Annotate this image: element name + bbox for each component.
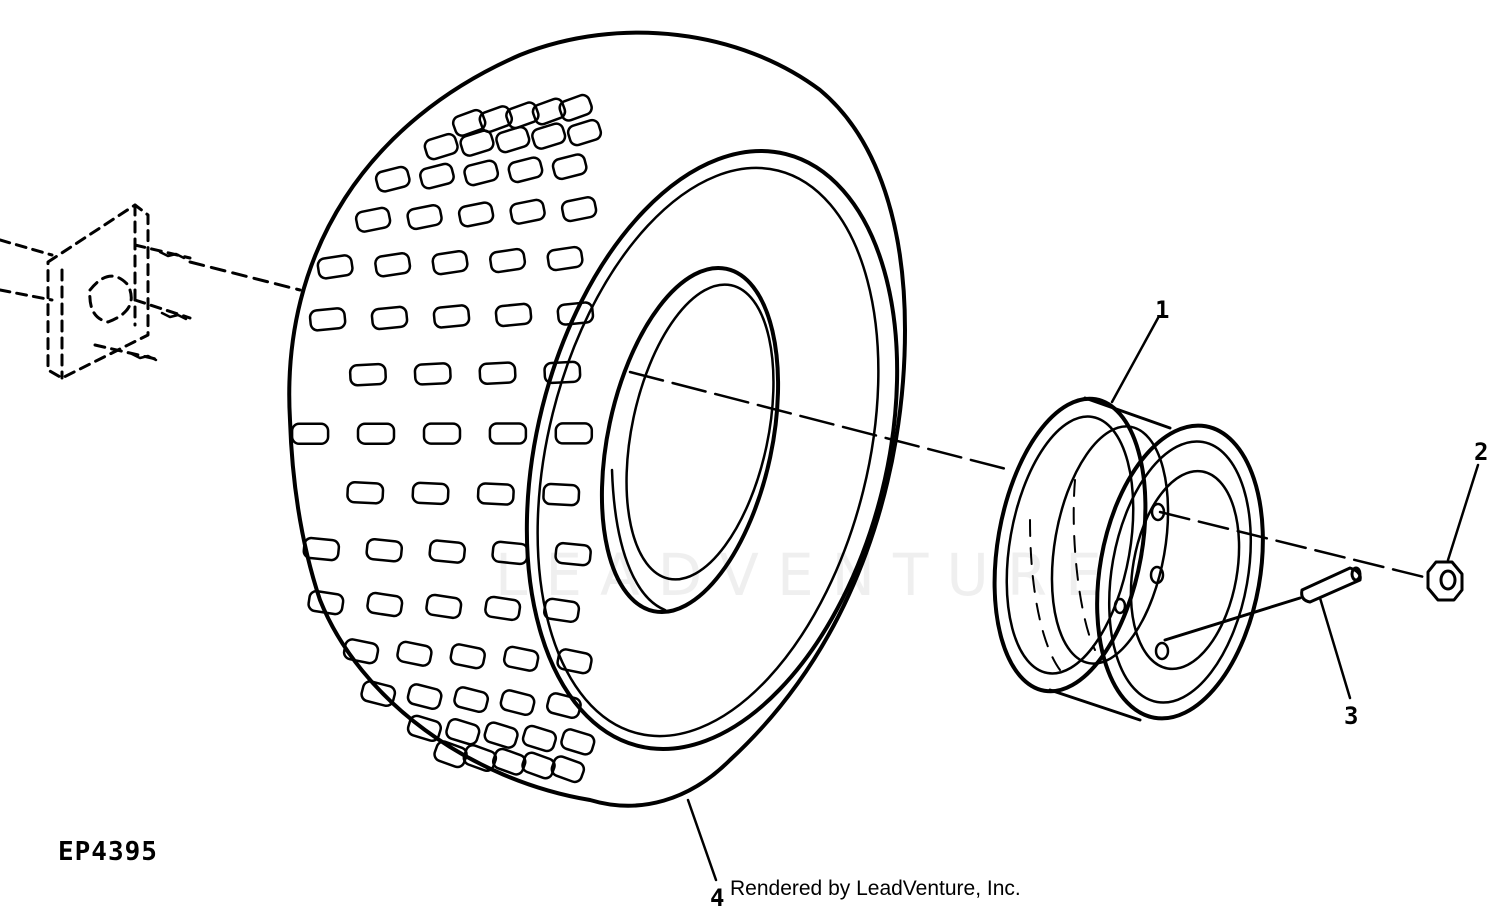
callout-leader-3: [1318, 596, 1352, 700]
tread-lug: [495, 125, 531, 154]
tread-lug: [451, 108, 487, 137]
render-credit: Rendered by LeadVenture, Inc.: [730, 877, 1021, 900]
tire-sidewall: [524, 149, 900, 751]
tread-lug: [346, 480, 385, 505]
figure-code: EP4395: [58, 837, 158, 867]
callout-leader-2: [1446, 463, 1480, 562]
tread-lug: [558, 93, 593, 122]
tread-lug: [406, 683, 443, 711]
tread-lug: [374, 252, 412, 278]
tread-lug: [422, 422, 462, 445]
tread-lug: [449, 643, 486, 670]
tread-lug: [308, 307, 347, 332]
tread-lug: [543, 360, 582, 385]
tread-lug: [478, 105, 514, 134]
rim-front-flange: [1095, 423, 1265, 721]
tread-lug: [531, 97, 567, 126]
tread-lug: [307, 589, 345, 616]
tread-lug: [502, 645, 540, 672]
tread-lug: [463, 159, 500, 187]
tire-tread-outline: [287, 30, 907, 808]
tread-lug: [560, 728, 596, 756]
tread-lug: [453, 686, 490, 714]
tread-lug: [356, 422, 396, 445]
tread-lug: [531, 122, 567, 150]
tread-lug: [507, 156, 544, 184]
callout-4-label: 4: [710, 884, 724, 910]
tread-lug: [484, 595, 522, 622]
tread-lug: [374, 165, 411, 193]
tire-bead-opening: [599, 265, 781, 615]
tread-lug: [521, 751, 556, 780]
tread-lug: [445, 717, 481, 746]
tire: [287, 30, 907, 808]
tread-lug: [551, 153, 588, 181]
tread-lug: [348, 362, 387, 387]
tread-lug: [476, 482, 515, 506]
tread-lug: [354, 206, 392, 233]
tread-lug: [505, 101, 540, 130]
tread-lug: [290, 422, 330, 446]
tread-lug: [428, 539, 467, 564]
callout-leader-1: [1110, 316, 1160, 404]
tread-lug: [489, 247, 527, 274]
rim-back-flange: [992, 396, 1148, 694]
tread-lug: [550, 755, 586, 784]
tread-lug: [499, 689, 536, 717]
tread-lug: [494, 302, 533, 328]
callout-1-label: 1: [1155, 296, 1169, 324]
callout-3-label: 3: [1344, 702, 1358, 730]
tread-lug: [554, 422, 594, 445]
tread-lug: [459, 129, 495, 157]
tread-lug: [483, 721, 519, 749]
tread-lug: [360, 680, 397, 708]
tread-lug: [556, 301, 595, 326]
rim-center-disc: [1129, 469, 1241, 671]
valve-stem: [1163, 566, 1362, 642]
tread-lug: [419, 162, 455, 190]
tread-lug: [366, 591, 404, 618]
tread-lug: [543, 597, 581, 624]
tread-lug: [406, 203, 443, 231]
tire-sidewall-inner: [536, 166, 880, 738]
tread-lug: [560, 196, 598, 223]
stud-centerline: [1158, 510, 1430, 580]
tread-lug: [413, 362, 452, 386]
tread-lug: [491, 540, 529, 566]
callout-2-label: 2: [1474, 438, 1488, 466]
tread-lug: [546, 692, 582, 720]
tread-lug: [365, 538, 404, 563]
tire-bead-shadow: [610, 468, 667, 612]
tread-lug: [488, 422, 528, 445]
tread-lug: [432, 304, 471, 329]
tread-lug: [431, 249, 469, 276]
tread-lug: [478, 361, 517, 385]
callout-leader-4: [686, 798, 718, 882]
watermark-text: LEADVENTURE: [495, 541, 1120, 609]
tire-bead-inner: [625, 283, 775, 581]
tread-lug: [425, 593, 463, 620]
tread-lug: [370, 305, 409, 331]
tread-lug: [302, 536, 341, 562]
tread-lug: [457, 201, 495, 228]
tread-lug: [554, 541, 592, 567]
tread-lug: [396, 640, 433, 667]
tread-lug: [542, 482, 581, 507]
wheel-rim: [992, 396, 1265, 722]
hub-bracket: [0, 203, 302, 380]
tread-lugs: [290, 93, 603, 784]
lug-nut: [1426, 560, 1464, 602]
tread-lug: [411, 481, 450, 506]
tread-lug: [566, 118, 603, 147]
tread-lug: [406, 714, 442, 743]
tread-lug: [342, 638, 380, 665]
axle-centerline: [628, 370, 1012, 472]
tread-lug: [546, 245, 584, 272]
tread-lug: [521, 724, 557, 753]
tread-lug: [423, 132, 459, 161]
tread-lug: [509, 198, 546, 225]
tread-lug: [556, 648, 593, 675]
tread-lug: [316, 254, 354, 280]
